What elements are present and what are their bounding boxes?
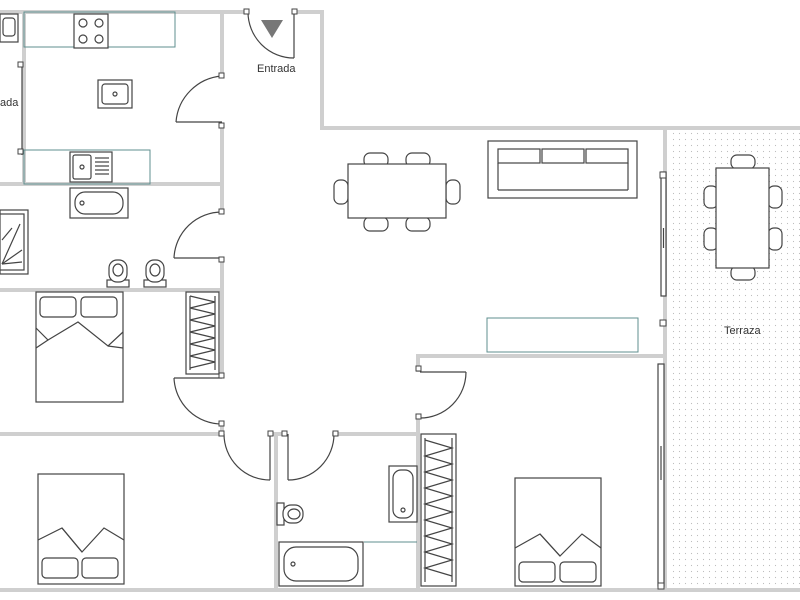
shower-icon	[0, 209, 29, 275]
door-entrance	[243, 8, 298, 59]
cooktop-icon	[73, 13, 109, 49]
sink-icon	[388, 465, 418, 523]
double-sink-icon	[69, 151, 113, 183]
door-bedroom-2	[218, 430, 274, 481]
terrace-label: Terraza	[724, 325, 762, 337]
terrace-table-icon	[703, 154, 783, 281]
double-bed-icon	[37, 473, 125, 585]
entrance-label: Entrada	[257, 63, 296, 75]
door-bedroom-3	[415, 365, 467, 420]
toilet-icon	[276, 502, 304, 526]
entrance-arrow-icon	[261, 20, 283, 38]
terrace-windows	[657, 171, 667, 590]
double-bed-icon	[35, 291, 124, 403]
kitchen-label: ada	[0, 97, 19, 109]
bathroom-bottom	[276, 465, 418, 587]
door-kitchen	[175, 72, 225, 129]
door-bathroom-top	[173, 208, 225, 263]
tv-cabinet	[486, 317, 639, 353]
double-bed-icon	[514, 477, 602, 587]
dining-table-icon	[333, 152, 461, 232]
sink-icon	[97, 79, 133, 109]
door-bedroom-1	[173, 372, 225, 427]
sofa-icon	[487, 140, 638, 199]
kitchen: ada	[0, 11, 176, 185]
door-bathroom-bottom	[281, 430, 339, 481]
sink-icon	[69, 187, 129, 219]
bathroom-top	[0, 187, 167, 288]
bathtub-icon	[278, 541, 364, 587]
wardrobe-icon	[185, 291, 220, 375]
toilet-icon	[106, 259, 130, 288]
wardrobe-icon	[420, 433, 457, 587]
bidet-icon	[143, 259, 167, 288]
